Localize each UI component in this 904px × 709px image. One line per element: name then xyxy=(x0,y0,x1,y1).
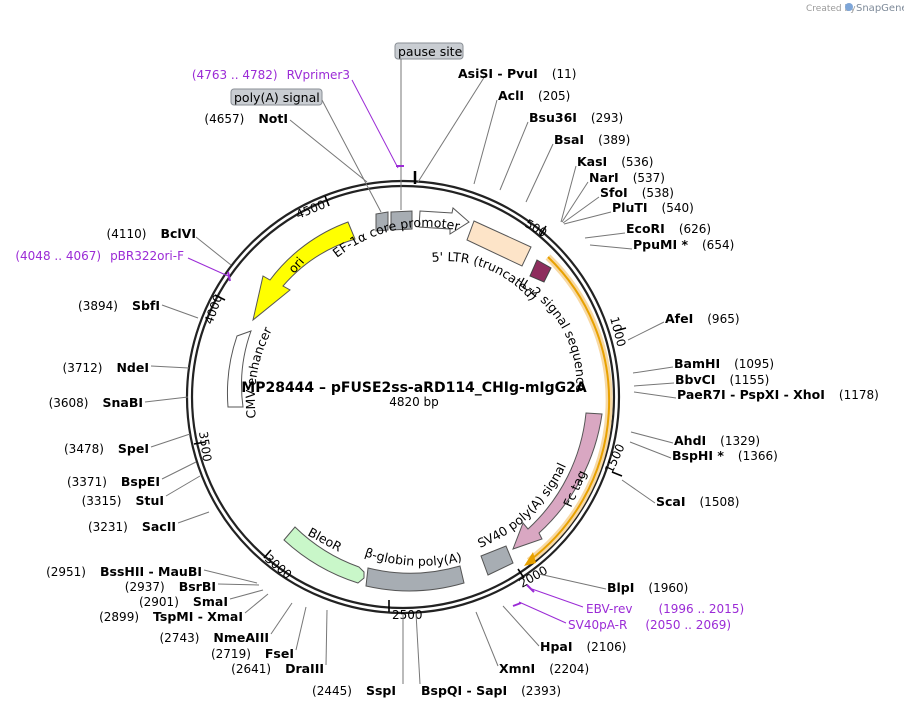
sites-left: (4657)NotI (4110)BclVI (3894)SbfI (3712)… xyxy=(46,111,404,698)
site-label: NarI(537) xyxy=(589,170,665,185)
tick-label-500: 500 xyxy=(523,216,550,240)
tick-label-3500: 3500 xyxy=(196,430,214,462)
site-label: BspHI *(1366) xyxy=(672,448,778,463)
site-label: SfoI(538) xyxy=(600,185,674,200)
site-label: (4657)NotI xyxy=(204,111,288,126)
tick-label-4500: 4500 xyxy=(294,197,328,221)
beta-globin-polya-feature xyxy=(365,565,465,592)
tick-label-1000: 1000 xyxy=(607,315,628,348)
site-label: EcoRI(626) xyxy=(626,221,711,236)
site-label: (3894)SbfI xyxy=(78,298,160,313)
fc-orf-arc xyxy=(528,256,611,562)
site-label: AhdI(1329) xyxy=(674,433,760,448)
primer-label-sv40pa-r: SV40pA-R(2050 .. 2069) xyxy=(568,618,731,632)
site-label: (2743)NmeAIII xyxy=(160,630,270,645)
site-label: AsiSI - PvuI(11) xyxy=(458,66,576,81)
site-label: PpuMI *(654) xyxy=(633,237,734,252)
poly-a-label: poly(A) signal xyxy=(234,90,320,105)
site-label: PaeR7I - PspXI - XhoI(1178) xyxy=(677,387,879,402)
ltr-truncated-feature xyxy=(466,220,532,267)
pause-site-label: pause site xyxy=(398,44,463,59)
site-label: (2719)FseI xyxy=(211,646,294,661)
credit-brand: SnapGene xyxy=(856,3,904,14)
site-label: (2901)SmaI xyxy=(139,594,228,609)
il2-signal-feature xyxy=(529,259,552,283)
site-label: (3371)BspEI xyxy=(67,474,160,489)
site-label: PluTI(540) xyxy=(612,200,694,215)
site-label: Bsu36I(293) xyxy=(529,110,623,125)
tick-marks xyxy=(193,195,627,612)
site-label: ScaI(1508) xyxy=(656,494,739,509)
site-label: (2951)BssHII - MauBI xyxy=(46,564,202,579)
site-label: (2445)SspI xyxy=(312,683,396,698)
pause-site-box xyxy=(394,42,464,60)
tick-label-2000: 2000 xyxy=(517,563,550,590)
sites-right: AsiSI - PvuI(11) AclI(205) Bsu36I(293) B… xyxy=(415,66,879,698)
primer-label-ebv-rev: EBV-rev(1996 .. 2015) xyxy=(586,602,744,616)
site-label: BspQI - SapI(2393) xyxy=(421,683,561,698)
ori-feature xyxy=(252,221,356,322)
plasmid-title: MP28444 – pFUSE2ss-aRD114_CHIg-mIgG2A xyxy=(241,380,587,396)
poly-a-leader xyxy=(321,99,382,213)
site-label: (3315)StuI xyxy=(82,493,164,508)
tick-label-2500: 2500 xyxy=(392,608,423,622)
ef1a-promoter-feature xyxy=(418,207,470,235)
site-label: (4110)BclVI xyxy=(107,226,196,241)
credit-prefix: Created by xyxy=(806,4,856,14)
site-label: AclI(205) xyxy=(498,88,570,103)
site-label: (3231)SacII xyxy=(88,519,176,534)
cmv-enhancer-feature xyxy=(226,330,252,408)
beta-globin-label: β-globin poly(A) xyxy=(363,545,463,569)
orf-arrowhead-icon xyxy=(524,552,536,566)
site-label: (3478)SpeI xyxy=(64,441,149,456)
primers: (4763 .. 4782)RVprimer3 (4048 .. 4067)pB… xyxy=(15,68,744,632)
primer-label-pbr322ori: (4048 .. 4067)pBR322ori-F xyxy=(15,249,184,263)
tick-label-3000: 3000 xyxy=(262,552,294,582)
site-label: BlpI(1960) xyxy=(607,580,688,595)
site-label: (3608)SnaBI xyxy=(49,395,143,410)
plasmid-length: 4820 bp xyxy=(389,395,439,409)
site-label: (2937)BsrBI xyxy=(125,579,216,594)
site-label: (3712)NdeI xyxy=(63,360,149,375)
primer-label-rvprimer3: (4763 .. 4782)RVprimer3 xyxy=(192,68,350,82)
backbone-inner-strand xyxy=(190,184,616,610)
snapgene-credit: Created by SnapGene xyxy=(806,3,904,14)
pause-site-feature xyxy=(390,210,413,231)
site-label: XmnI(2204) xyxy=(499,661,589,676)
site-label: BamHI(1095) xyxy=(674,356,774,371)
site-label: BsaI(389) xyxy=(554,132,630,147)
fc-tag-feature xyxy=(512,412,603,550)
site-label: AfeI(965) xyxy=(665,311,740,326)
site-label: (2641)DraIII xyxy=(231,661,324,676)
site-label: HpaI(2106) xyxy=(540,639,626,654)
site-label: (2899)TspMI - XmaI xyxy=(99,609,243,624)
sv40-polya-feature xyxy=(480,545,514,576)
bleor-feature xyxy=(283,526,365,584)
poly-a-box xyxy=(230,88,323,106)
site-label: KasI(536) xyxy=(577,154,654,169)
tick-label-4000: 4000 xyxy=(202,293,226,326)
snapgene-logo-icon xyxy=(845,3,853,11)
poly-a-signal-feature xyxy=(375,211,389,232)
site-label: BbvCI(1155) xyxy=(675,372,769,387)
